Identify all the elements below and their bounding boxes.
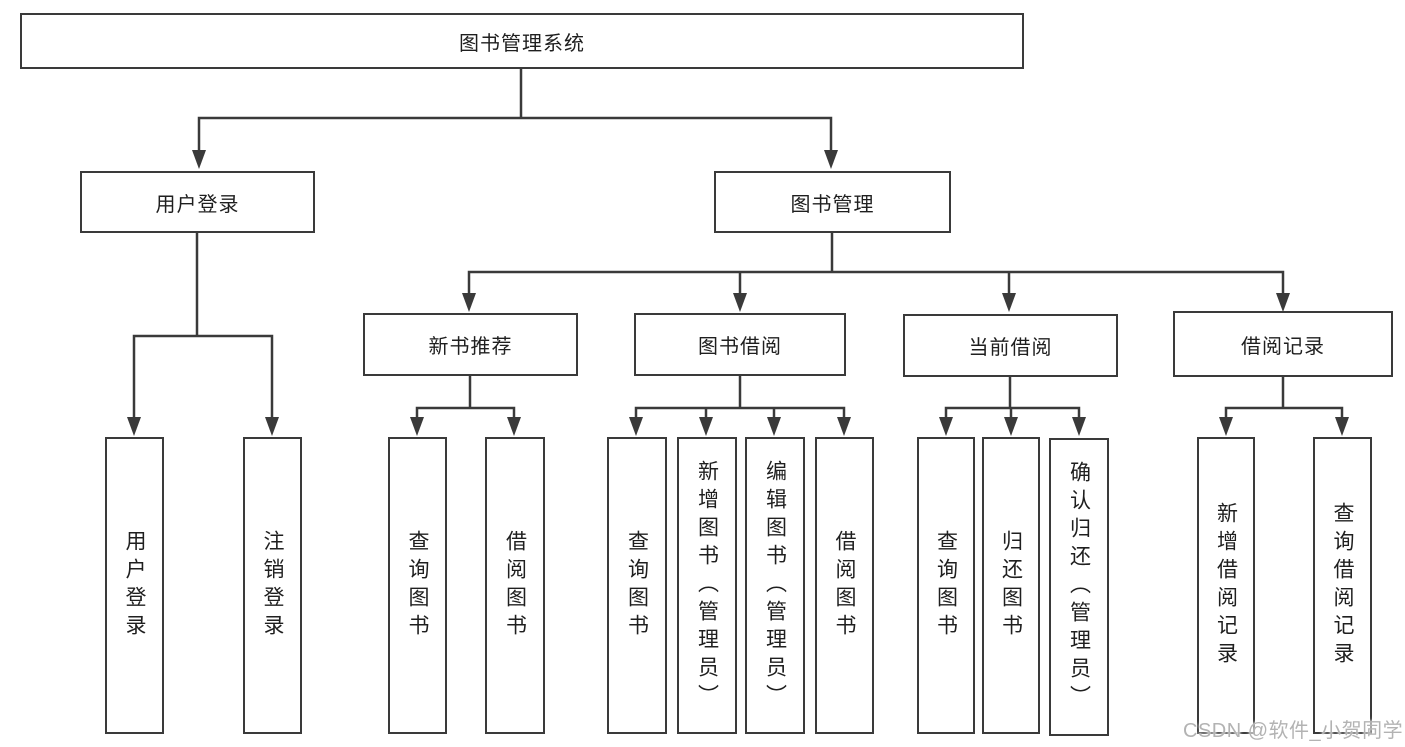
leaf-label: 查询图书 xyxy=(625,529,649,642)
leaf-label: 查询图书 xyxy=(934,529,958,642)
connector-new-book-recommendation-branch xyxy=(410,376,521,436)
node-book-borrowing: 图书借阅 xyxy=(634,313,846,376)
node-user-login: 用户登录 xyxy=(80,171,315,233)
connector-current-borrowing-branch xyxy=(939,377,1086,436)
node-leaf-confirm-return-admin: 确认归还（管理员） xyxy=(1049,438,1109,736)
node-leaf-edit-books-admin: 编辑图书（管理员） xyxy=(745,437,805,734)
node-leaf-logout: 注销登录 xyxy=(243,437,302,734)
node-leaf-query-books-recommend: 查询图书 xyxy=(388,437,447,734)
node-leaf-add-borrow-record: 新增借阅记录 xyxy=(1197,437,1255,734)
leaf-label: 确认归还（管理员） xyxy=(1067,461,1091,713)
connector-book-borrowing-branch xyxy=(629,376,851,436)
leaf-label: 查询借阅记录 xyxy=(1331,501,1354,670)
node-new-book-recommendation: 新书推荐 xyxy=(363,313,578,376)
node-leaf-borrow-books-recommend: 借阅图书 xyxy=(485,437,545,734)
node-leaf-user-login: 用户登录 xyxy=(105,437,164,734)
leaf-label: 借阅图书 xyxy=(503,529,527,642)
node-borrowing-records: 借阅记录 xyxy=(1173,311,1393,377)
node-leaf-query-books-borrowing: 查询图书 xyxy=(607,437,667,734)
csdn-watermark: CSDN @软件_小贺同学 xyxy=(1183,720,1404,742)
node-current-borrowing: 当前借阅 xyxy=(903,314,1118,377)
node-leaf-query-borrow-record: 查询借阅记录 xyxy=(1313,437,1372,734)
node-leaf-query-books-current: 查询图书 xyxy=(917,437,975,734)
node-leaf-borrow-books: 借阅图书 xyxy=(815,437,874,734)
leaf-label: 查询图书 xyxy=(406,529,429,642)
connector-root-to-level2 xyxy=(192,69,838,169)
connector-book-management-branch xyxy=(462,233,1290,312)
node-leaf-add-books-admin: 新增图书（管理员） xyxy=(677,437,737,734)
leaf-label: 编辑图书（管理员） xyxy=(763,459,787,712)
leaf-label: 用户登录 xyxy=(123,529,146,642)
node-book-management: 图书管理 xyxy=(714,171,951,233)
node-library-management-system: 图书管理系统 xyxy=(20,13,1024,69)
leaf-label: 新增图书（管理员） xyxy=(695,459,719,712)
connector-borrowing-records-branch xyxy=(1219,377,1349,436)
connector-user-login-branch xyxy=(127,233,279,436)
leaf-label: 借阅图书 xyxy=(833,529,856,642)
node-leaf-return-books: 归还图书 xyxy=(982,437,1040,734)
leaf-label: 注销登录 xyxy=(261,529,284,642)
leaf-label: 归还图书 xyxy=(999,529,1023,642)
leaf-label: 新增借阅记录 xyxy=(1214,501,1238,670)
